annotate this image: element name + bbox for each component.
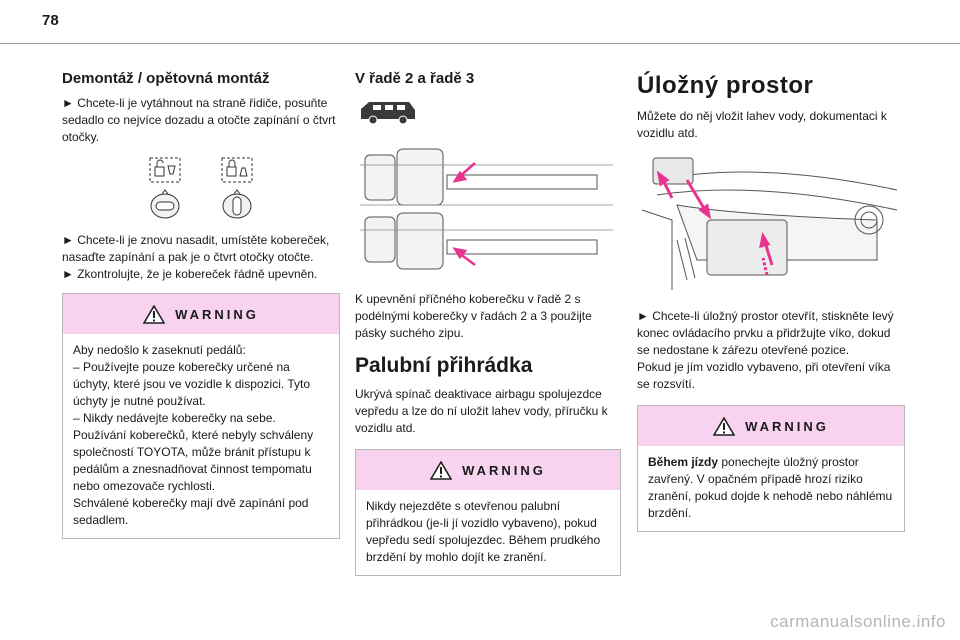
section-title-glovebox: Palubní přihrádka	[355, 354, 533, 377]
section-heading-rows: V řadě 2 a řadě 3	[355, 70, 475, 87]
paragraph-check: ► Zkontrolujte, že je kobereček řádně up…	[62, 267, 318, 281]
fastener-illustration	[149, 157, 253, 219]
warning-box-mats: WARNING Aby nedošlo k zaseknutí pedálů: …	[62, 293, 340, 539]
paragraph-storage: Můžete do něj vložit lahev vody, dokumen…	[637, 109, 887, 140]
storage-compartment-illustration	[641, 157, 898, 290]
column-1: Demontáž / opětovná montáž ► Chcete-li j…	[62, 70, 340, 539]
column-3: Úložný prostor Můžete do něj vložit lahe…	[637, 72, 905, 532]
site-watermark: carmanualsonline.info	[770, 612, 946, 631]
warning-line: Schválené koberečky mají dvě zapínání po…	[73, 496, 309, 527]
warning-bold-text: Během jízdy	[648, 455, 719, 469]
warning-text: Během jízdy ponechejte úložný prostor za…	[648, 454, 894, 522]
warning-triangle-icon	[713, 416, 736, 436]
warning-body: Během jízdy ponechejte úložný prostor za…	[638, 446, 904, 531]
section-heading-removal: Demontáž / opětovná montáž	[62, 70, 270, 87]
warning-body: Aby nedošlo k zaseknutí pedálů: – Použív…	[63, 334, 339, 538]
paragraph-light: Pokud je jím vozidlo vybaveno, při otevř…	[637, 360, 891, 391]
warning-header: WARNING	[638, 406, 904, 446]
unlock-icon	[149, 157, 181, 183]
paragraph-open: ► Chcete-li úložný prostor otevřít, stis…	[637, 309, 894, 357]
header-rule	[0, 43, 960, 44]
warning-line: – Nikdy nedávejte koberečky na sebe.	[73, 411, 276, 425]
warning-box-glovebox: WARNING Nikdy nejezděte s otevřenou palu…	[355, 449, 621, 576]
paragraph-reinstall: ► Chcete-li je znovu nasadit, umístěte k…	[62, 233, 330, 264]
warning-header: WARNING	[63, 294, 339, 334]
page-section-title: Úložný prostor	[637, 72, 814, 99]
warning-header: WARNING	[356, 450, 620, 490]
warning-title: WARNING	[175, 306, 259, 322]
page-number: 78	[42, 12, 59, 29]
warning-body: Nikdy nejezděte s otevřenou palubní přih…	[356, 490, 620, 575]
warning-triangle-icon	[430, 460, 453, 480]
lock-icon	[221, 157, 253, 183]
warning-title: WARNING	[462, 462, 546, 478]
fastener-vertical	[222, 189, 252, 219]
warning-line: Aby nedošlo k zaseknutí pedálů:	[73, 343, 246, 357]
warning-box-storage: WARNING Během jízdy ponechejte úložný pr…	[637, 405, 905, 532]
warning-title: WARNING	[745, 418, 829, 434]
van-icon	[361, 102, 415, 125]
warning-text: Nikdy nejezděte s otevřenou palubní přih…	[366, 499, 601, 564]
paragraph-remove: ► Chcete-li je vytáhnout na straně řidič…	[62, 96, 336, 144]
column-2: V řadě 2 a řadě 3 K upevnění příčného ko…	[355, 70, 621, 576]
warning-line: Používání koberečků, které nebyly schvál…	[73, 428, 314, 493]
paragraph-glovebox: Ukrývá spínač deaktivace airbagu spoluje…	[355, 387, 608, 435]
seat-rows-illustration	[360, 148, 613, 270]
fastener-horizontal	[150, 189, 180, 219]
paragraph-velcro: K upevnění příčného koberečku v řadě 2 s…	[355, 292, 592, 340]
warning-line: – Používejte pouze koberečky určené na ú…	[73, 360, 310, 408]
warning-triangle-icon	[143, 304, 166, 324]
warning-rest-text: ponechejte úložný prostor zavřený. V opa…	[648, 455, 893, 520]
